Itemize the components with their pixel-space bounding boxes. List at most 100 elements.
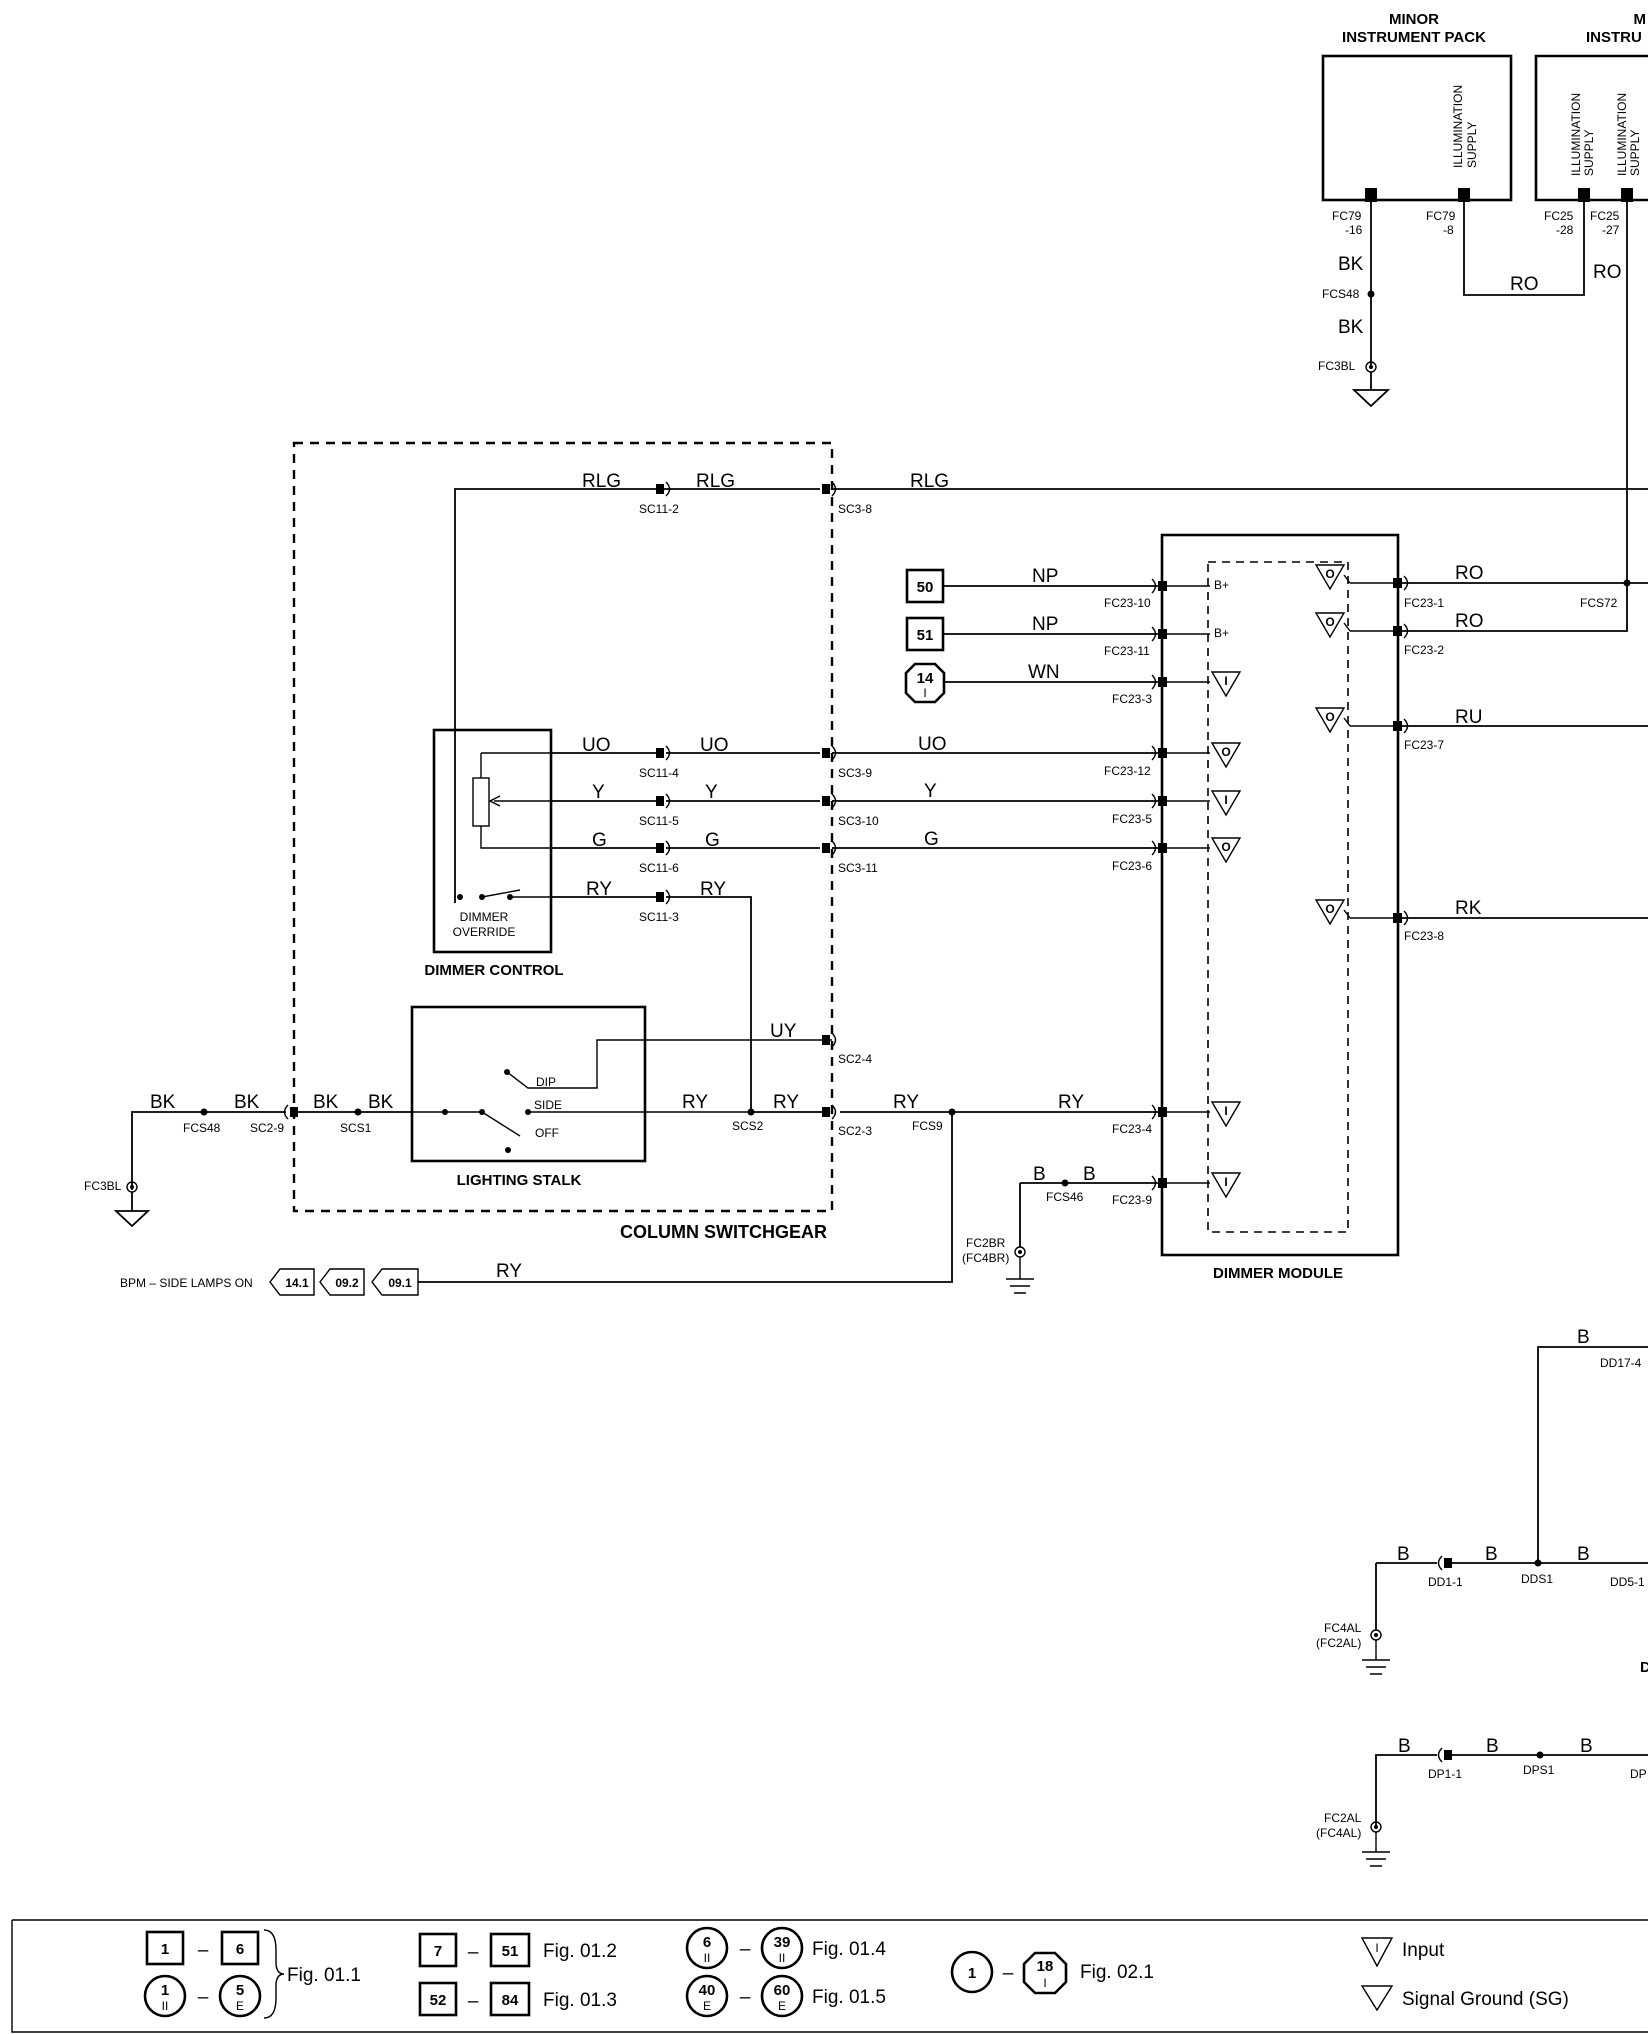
dm-right-pin-2 <box>1393 721 1402 731</box>
legend-b7: 7 <box>434 1943 442 1960</box>
dm-left-sym-text-3: O <box>1221 745 1230 759</box>
dimmer-control-title: DIMMER CONTROL <box>424 962 563 979</box>
label-fcs48-top: FCS48 <box>1322 287 1360 301</box>
label-fc4al-alt: (FC4AL) <box>1316 1826 1361 1840</box>
dd-circuit: B DD17-4 B B B DD1-1 DDS1 DD5-1 FC4AL (F… <box>1316 1327 1648 1676</box>
label-sc11-2: SC11-2 <box>639 502 679 516</box>
bpm-ref-09-2: 09.2 <box>335 1276 359 1290</box>
dimmer-override-2: OVERRIDE <box>453 925 516 939</box>
legend-circle-6 <box>685 1926 729 1970</box>
label-sc2-9: SC2-9 <box>250 1121 284 1135</box>
legend-input: Input <box>1402 1940 1445 1961</box>
legend-b52: 52 <box>430 1992 447 2009</box>
dimmer-module-box <box>1160 533 1400 1257</box>
legend-c1: 1 <box>161 1982 169 1999</box>
legend-dash-7: – <box>1003 1963 1014 1984</box>
dm-right-pin-1 <box>1393 626 1402 636</box>
label-sc11-3: SC11-3 <box>639 910 679 924</box>
wire-uo-2: UO <box>700 735 729 756</box>
label-fc2br: FC2BR <box>966 1236 1006 1250</box>
label-fc23-6: FC23-6 <box>1112 859 1152 873</box>
label-fc23-3: FC23-3 <box>1112 692 1152 706</box>
pin-fc25-28 <box>1578 188 1590 202</box>
legend-c6: 6 <box>703 1934 711 1951</box>
dm-left-pin-7 <box>1158 1178 1167 1188</box>
pin-fc79-16 <box>1365 188 1377 202</box>
minor-pack-2-illum-2b: SUPPLY <box>1628 130 1642 176</box>
minor-pack-2-illum-2a: SUPPLY <box>1582 130 1596 176</box>
legend-fig-01-3: Fig. 01.3 <box>543 1990 617 2011</box>
legend-c60: 60 <box>774 1982 791 1999</box>
wire-rlg-run: RLG RLG RLG SC11-2 SC3-8 <box>454 471 1648 903</box>
dimmer-ground: B B FCS46 FC2BR (FC4BR) <box>962 1164 1158 1294</box>
label-fcs72: FCS72 <box>1580 596 1618 610</box>
potentiometer-icon <box>472 777 490 827</box>
label-fc23-8: FC23-8 <box>1404 929 1444 943</box>
dm-right-sym-3 <box>1314 899 1346 926</box>
minor-pack-2-title-2: INSTRU <box>1586 29 1642 46</box>
label-fc79-16: FC79 <box>1332 209 1362 223</box>
legend-box-7 <box>418 1932 458 1968</box>
dimmer-pin-labels: FC23-10 FC23-11 FC23-3 FC23-12 FC23-5 FC… <box>1104 596 1618 1207</box>
label-sc3-10: SC3-10 <box>838 814 879 828</box>
wire-bk-left-3: BK <box>313 1092 339 1113</box>
dm-left-sym-text-2: I <box>1224 674 1227 688</box>
legend-fig-01-4: Fig. 01.4 <box>812 1939 886 1960</box>
label-fc3bl-top: FC3BL <box>1318 359 1356 373</box>
wire-rlg-3: RLG <box>910 471 949 492</box>
legend-circle-1 <box>143 1974 187 2018</box>
legend-circle-1b <box>950 1950 994 1994</box>
dm-left-sym-3 <box>1210 742 1242 769</box>
dm-left-sym-6 <box>1210 1101 1242 1128</box>
label-dd17-4: DD17-4 <box>1600 1356 1642 1370</box>
minor-pack-2-title-1: M <box>1634 11 1647 28</box>
minor-pack-2-illum-1b: ILLUMINATION <box>1615 93 1629 176</box>
dimmer-outputs: RO RO RU RK <box>1398 563 1648 919</box>
wire-ry-1: RY <box>773 1092 799 1113</box>
wire-uo-3: UO <box>918 734 947 755</box>
label-fc2al-alt: (FC2AL) <box>1316 1636 1361 1650</box>
lighting-stalk: LIGHTING STALK DIP SIDE OFF RY SCS2 <box>410 1005 832 1189</box>
wire-b-dd-1: B <box>1397 1544 1410 1565</box>
label-sc11-6: SC11-6 <box>639 861 679 875</box>
wire-rk: RK <box>1455 898 1482 919</box>
legend-circle-60 <box>760 1974 804 2018</box>
label-fc23-1: FC23-1 <box>1404 596 1444 610</box>
b-plus-1: B+ <box>1214 578 1229 592</box>
ref-boxes: 50 51 14 I <box>904 568 946 704</box>
wire-g-3: G <box>924 829 939 850</box>
legend-c5-sub: E <box>236 1999 244 2013</box>
wire-np-1: NP <box>1032 566 1058 587</box>
column-switchgear-title: COLUMN SWITCHGEAR <box>620 1222 827 1242</box>
wire-rlg-2: RLG <box>696 471 735 492</box>
ref-14: 14 <box>917 670 934 687</box>
left-ground-run: BK BK BK BK FCS48 SC2-9 SCS1 FC3BL <box>84 1092 412 1228</box>
label-fc4al: FC4AL <box>1324 1621 1362 1635</box>
label-dd5-1: DD5-1 <box>1610 1575 1645 1589</box>
bpm-ref-09-1: 09.1 <box>388 1276 412 1290</box>
wire-ro-out-2: RO <box>1455 611 1484 632</box>
label-fc23-4: FC23-4 <box>1112 1122 1152 1136</box>
label-scs2: SCS2 <box>732 1119 764 1133</box>
legend-box-6 <box>220 1930 260 1966</box>
label-fc25-28: FC25 <box>1544 209 1574 223</box>
legend-b1: 1 <box>161 1941 169 1958</box>
dp-circuit: B B B DP1-1 DPS1 DP FC2AL (FC4AL) <box>1316 1736 1648 1867</box>
wire-ry-override-1: RY <box>586 879 612 900</box>
label-fc79-8-pin: -8 <box>1443 223 1454 237</box>
wire-ro-out-1: RO <box>1455 563 1484 584</box>
bpm-label: BPM – SIDE LAMPS ON <box>120 1276 253 1290</box>
label-sc11-4: SC11-4 <box>639 766 679 780</box>
dm-left-sym-2 <box>1210 671 1242 698</box>
label-dps1: DPS1 <box>1523 1763 1555 1777</box>
wire-ry-2: RY <box>893 1092 919 1113</box>
wire-ry-override-2: RY <box>700 879 726 900</box>
dm-left-sym-5 <box>1210 837 1242 864</box>
wire-uy-run: UY SC2-4 <box>770 1021 872 1066</box>
dm-right-sym-1 <box>1314 612 1346 639</box>
minor-pack-illum-1: ILLUMINATION <box>1451 85 1465 168</box>
dm-right-sym-text-1: O <box>1325 615 1334 629</box>
legend-circle-39 <box>760 1926 804 1970</box>
wire-y-1: Y <box>592 782 605 803</box>
